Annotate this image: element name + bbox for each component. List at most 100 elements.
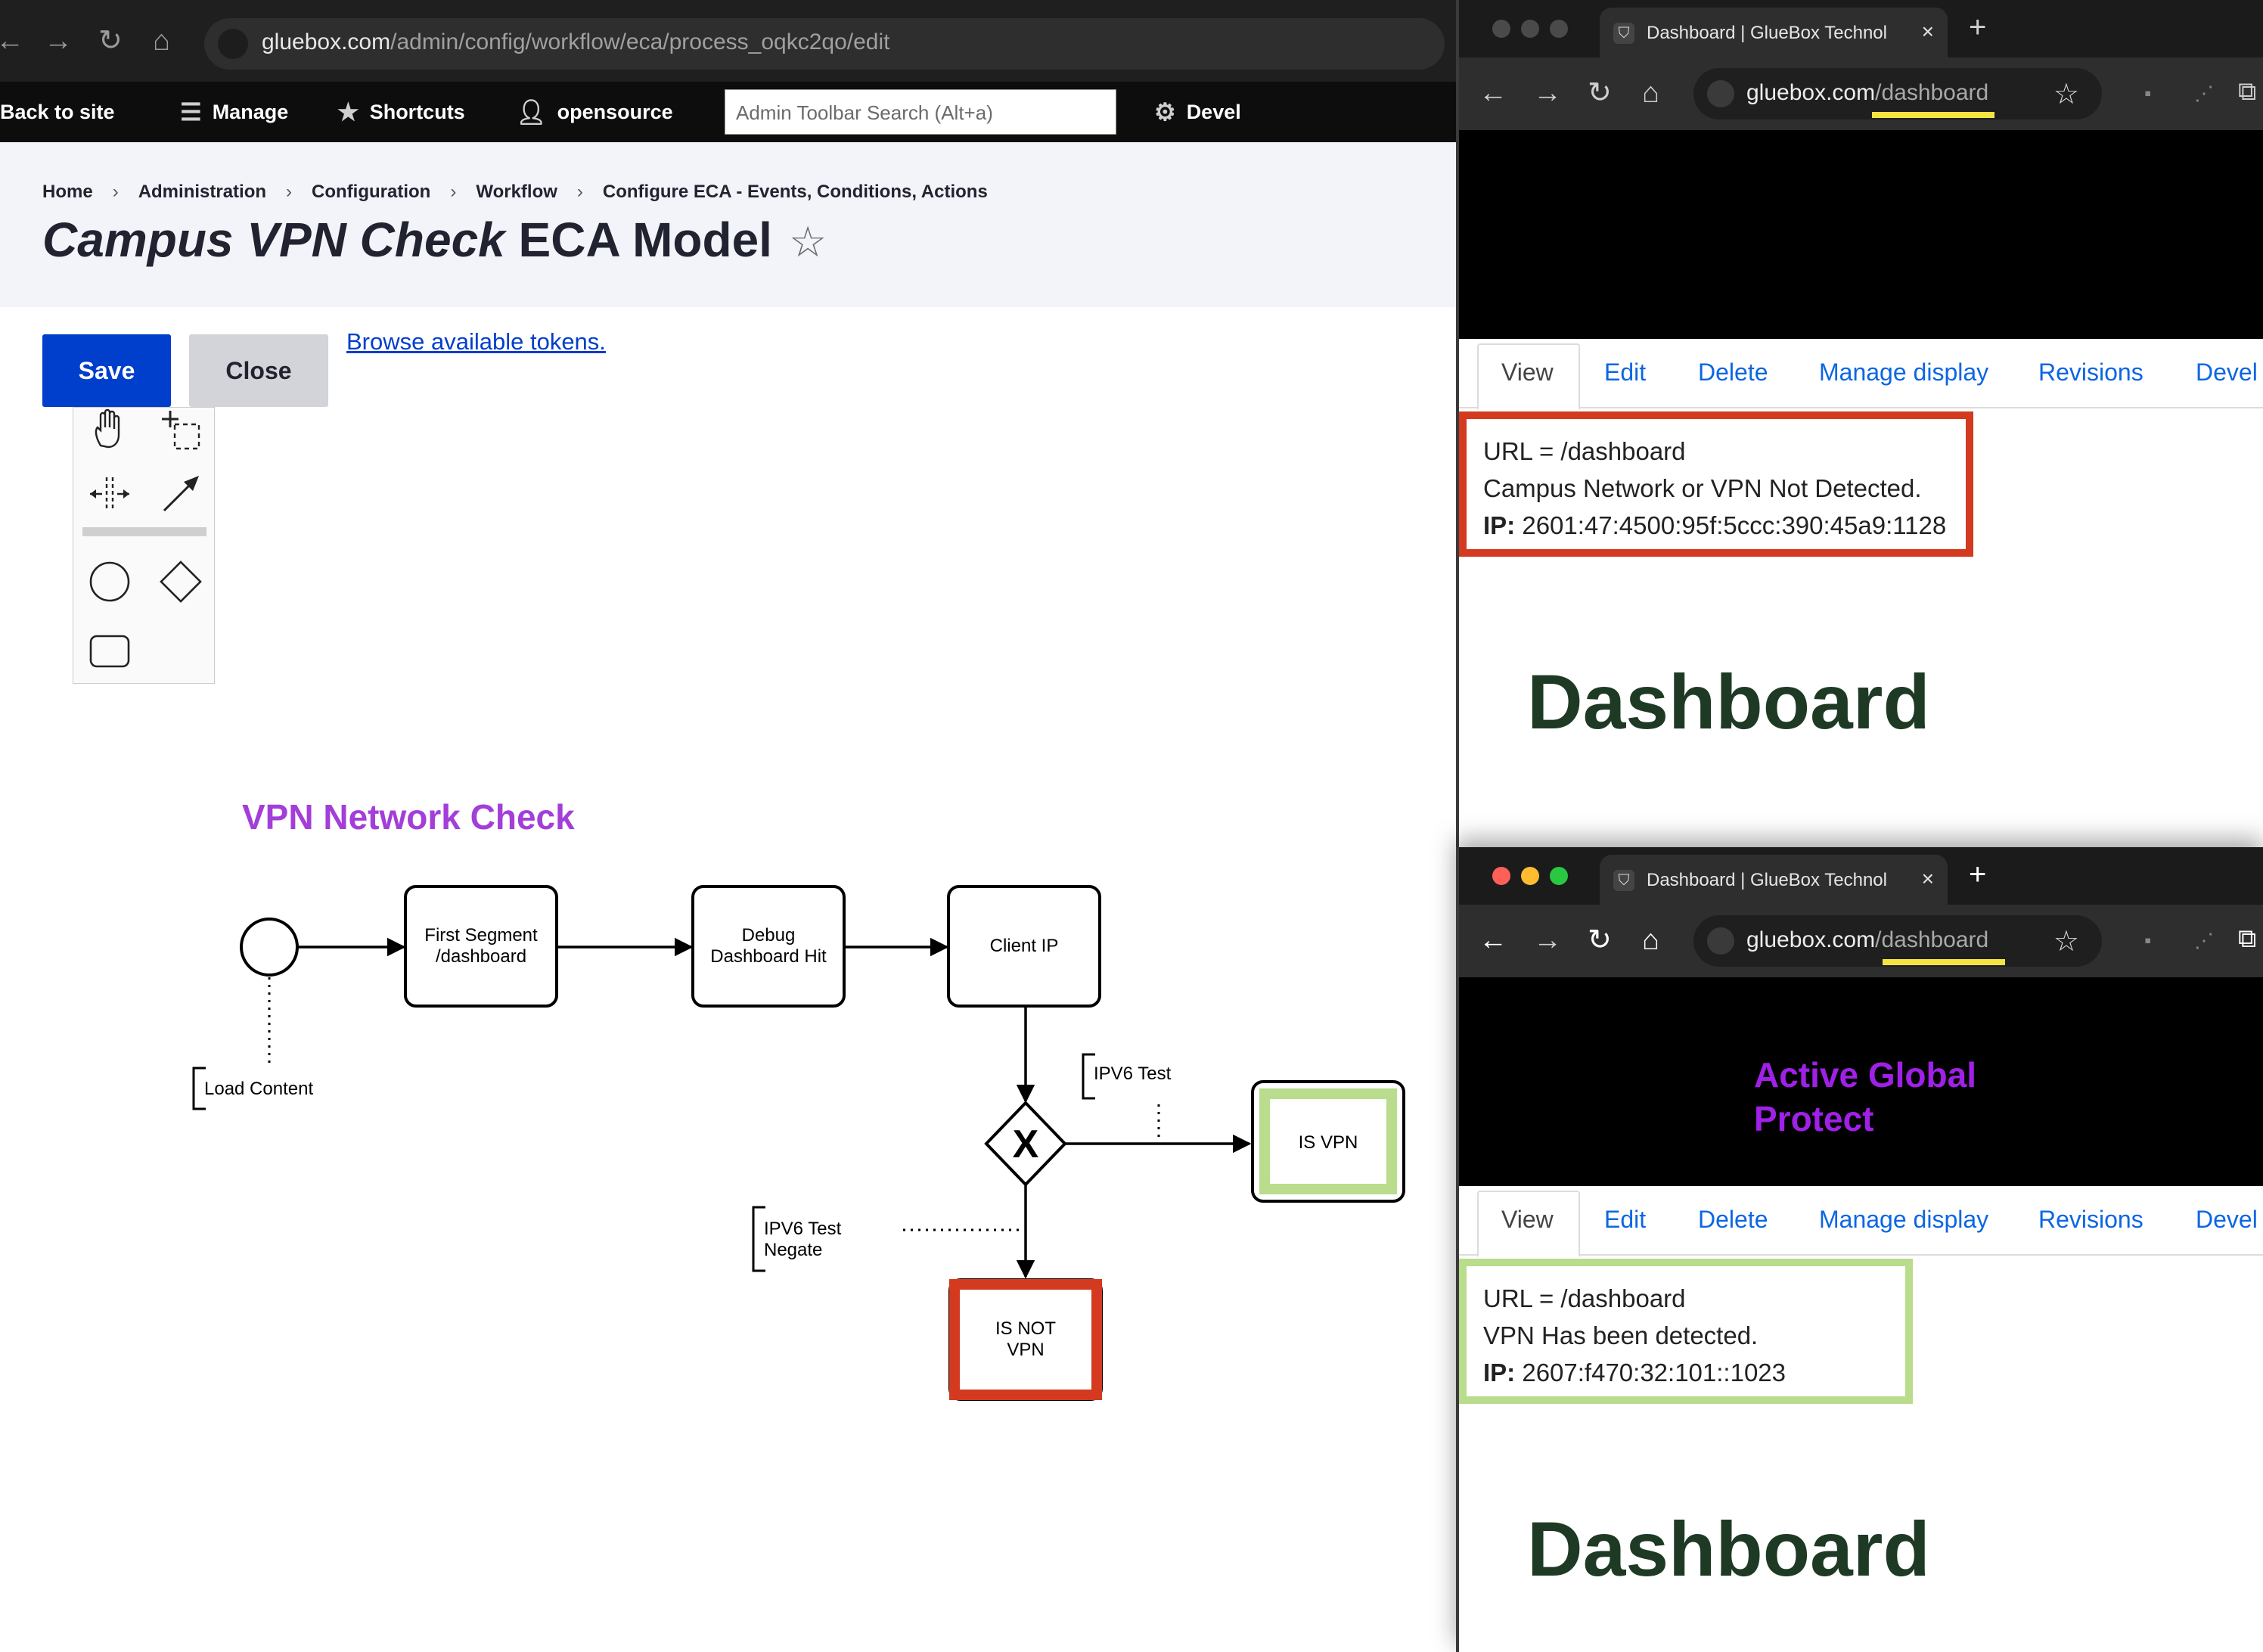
task-is-vpn[interactable]: [1251, 1080, 1405, 1203]
task-debug-dashboard[interactable]: [691, 885, 846, 1008]
forward-icon[interactable]: →: [1533, 77, 1562, 109]
back-icon[interactable]: ←: [1479, 924, 1507, 956]
devel-menu[interactable]: ⚙Devel: [1154, 98, 1241, 126]
message-url-line: URL = /dashboard: [1483, 437, 1686, 465]
extension-icon[interactable]: ⋰: [2194, 929, 2214, 952]
extension-icon[interactable]: ▪: [2144, 929, 2152, 952]
hero-text: Active Global Protect: [1754, 1053, 1976, 1141]
extension-icon[interactable]: ▪: [2144, 82, 2152, 104]
save-button[interactable]: Save: [42, 334, 171, 407]
reload-icon[interactable]: ↻: [98, 25, 123, 57]
forward-icon[interactable]: →: [44, 25, 73, 57]
address-text[interactable]: gluebox.com/dashboard: [1746, 927, 1988, 953]
window-zoom-dot[interactable]: [1550, 867, 1568, 885]
breadcrumb-separator: ›: [576, 182, 583, 202]
tab-close-icon[interactable]: ×: [1921, 20, 1934, 43]
ipv6-test-annotation[interactable]: IPV6 Test: [1094, 1064, 1172, 1084]
tab-edit[interactable]: Edit: [1604, 1206, 1647, 1233]
bookmark-star-icon[interactable]: ☆: [2053, 79, 2079, 110]
url-path: /admin/config/workflow/eca/process_oqkc2…: [390, 30, 890, 54]
home-icon[interactable]: ⌂: [1642, 77, 1659, 109]
tab-manage-display[interactable]: Manage display: [1819, 359, 1989, 386]
tab-strip: ⛉ Dashboard | GlueBox Technol × +: [1459, 0, 2263, 57]
space-tool-icon[interactable]: [87, 471, 132, 517]
breadcrumb-home[interactable]: Home: [42, 182, 93, 202]
tab-strip: ⛉ Dashboard | GlueBox Technol × +: [1459, 847, 2263, 905]
tab-revisions[interactable]: Revisions: [2038, 359, 2143, 386]
close-button[interactable]: Close: [189, 334, 328, 407]
task-first-segment-line1: First Segment: [424, 925, 538, 946]
site-info-icon[interactable]: [218, 29, 248, 59]
window-zoom-dot[interactable]: [1550, 20, 1568, 38]
tab-view[interactable]: View: [1501, 359, 1554, 386]
favorite-star-icon[interactable]: ☆: [788, 218, 827, 266]
breadcrumb-administration[interactable]: Administration: [138, 182, 267, 202]
home-icon[interactable]: ⌂: [153, 25, 170, 57]
extensions-puzzle-icon[interactable]: ⧉: [2238, 77, 2257, 106]
annotation-bracket: [1082, 1053, 1095, 1100]
browser-tab[interactable]: ⛉ Dashboard | GlueBox Technol ×: [1600, 855, 1948, 905]
tab-delete[interactable]: Delete: [1698, 1206, 1768, 1233]
window-minimize-dot[interactable]: [1521, 867, 1539, 885]
task-client-ip-label: Client IP: [990, 936, 1059, 956]
tab-delete[interactable]: Delete: [1698, 359, 1768, 386]
new-tab-icon[interactable]: +: [1969, 858, 1987, 891]
admin-toolbar-search[interactable]: Admin Toolbar Search (Alt+a): [725, 89, 1116, 135]
breadcrumb-workflow[interactable]: Workflow: [476, 182, 557, 202]
site-info-icon[interactable]: [1707, 927, 1734, 955]
extension-icon[interactable]: ⋰: [2194, 82, 2214, 104]
extensions-puzzle-icon[interactable]: ⧉: [2238, 924, 2257, 953]
window-close-dot[interactable]: [1492, 20, 1510, 38]
home-icon[interactable]: ⌂: [1642, 924, 1659, 956]
lasso-tool-icon[interactable]: [158, 408, 203, 453]
site-info-icon[interactable]: [1707, 80, 1734, 107]
user-menu[interactable]: 👤︎opensource: [516, 98, 673, 126]
gateway-icon[interactable]: [158, 559, 203, 604]
back-icon[interactable]: ←: [1479, 77, 1507, 109]
breadcrumb-configuration[interactable]: Configuration: [312, 182, 431, 202]
browser-tab[interactable]: ⛉ Dashboard | GlueBox Technol ×: [1600, 8, 1948, 57]
tab-close-icon[interactable]: ×: [1921, 867, 1934, 890]
address-text[interactable]: gluebox.com/dashboard: [1746, 80, 1988, 106]
shortcuts-menu[interactable]: ★Shortcuts: [337, 98, 465, 126]
start-event[interactable]: [240, 918, 299, 977]
reload-icon[interactable]: ↻: [1588, 924, 1612, 956]
address-bar[interactable]: gluebox.com/admin/config/workflow/eca/pr…: [204, 18, 1445, 70]
tab-devel[interactable]: Devel: [2196, 1206, 2258, 1233]
address-text[interactable]: gluebox.com/admin/config/workflow/eca/pr…: [262, 30, 889, 55]
new-tab-icon[interactable]: +: [1969, 11, 1987, 44]
task-icon[interactable]: [87, 629, 132, 674]
address-bar[interactable]: gluebox.com/dashboard ☆: [1693, 915, 2102, 967]
tab-edit[interactable]: Edit: [1604, 359, 1647, 386]
back-to-site-link[interactable]: Back to site: [0, 98, 115, 126]
exclusive-gateway[interactable]: [984, 1101, 1067, 1187]
ipv6-negate-annotation-line1[interactable]: IPV6 Test: [764, 1219, 842, 1239]
tab-revisions[interactable]: Revisions: [2038, 1206, 2143, 1233]
back-icon[interactable]: ←: [0, 25, 24, 57]
forward-icon[interactable]: →: [1533, 924, 1562, 956]
ip-value: 2607:f470:32:101::1023: [1522, 1359, 1786, 1386]
bookmark-star-icon[interactable]: ☆: [2053, 926, 2079, 958]
user-icon: 👤︎: [516, 98, 547, 126]
load-content-annotation[interactable]: Load Content: [204, 1079, 313, 1099]
tab-view[interactable]: View: [1501, 1206, 1554, 1233]
tab-manage-display[interactable]: Manage display: [1819, 1206, 1989, 1233]
breadcrumb-configure-eca[interactable]: Configure ECA - Events, Conditions, Acti…: [602, 182, 988, 202]
palette-separator: [82, 527, 206, 536]
task-first-segment[interactable]: [404, 885, 558, 1008]
address-bar[interactable]: gluebox.com/dashboard ☆: [1693, 68, 2102, 120]
window-minimize-dot[interactable]: [1521, 20, 1539, 38]
start-event-icon[interactable]: [87, 559, 132, 604]
connect-tool-icon[interactable]: [158, 471, 203, 517]
task-client-ip[interactable]: [947, 885, 1101, 1008]
tab-devel[interactable]: Devel: [2196, 359, 2258, 386]
devel-label: Devel: [1186, 100, 1241, 123]
ipv6-negate-annotation-line2[interactable]: Negate: [764, 1240, 822, 1260]
ip-label: IP:: [1483, 511, 1516, 539]
window-close-dot[interactable]: [1492, 867, 1510, 885]
browse-tokens-link[interactable]: Browse available tokens.: [346, 328, 606, 355]
breadcrumb-separator: ›: [450, 182, 457, 202]
reload-icon[interactable]: ↻: [1588, 77, 1612, 109]
hand-tool-icon[interactable]: [87, 408, 132, 453]
manage-menu[interactable]: ☰Manage: [180, 98, 288, 126]
